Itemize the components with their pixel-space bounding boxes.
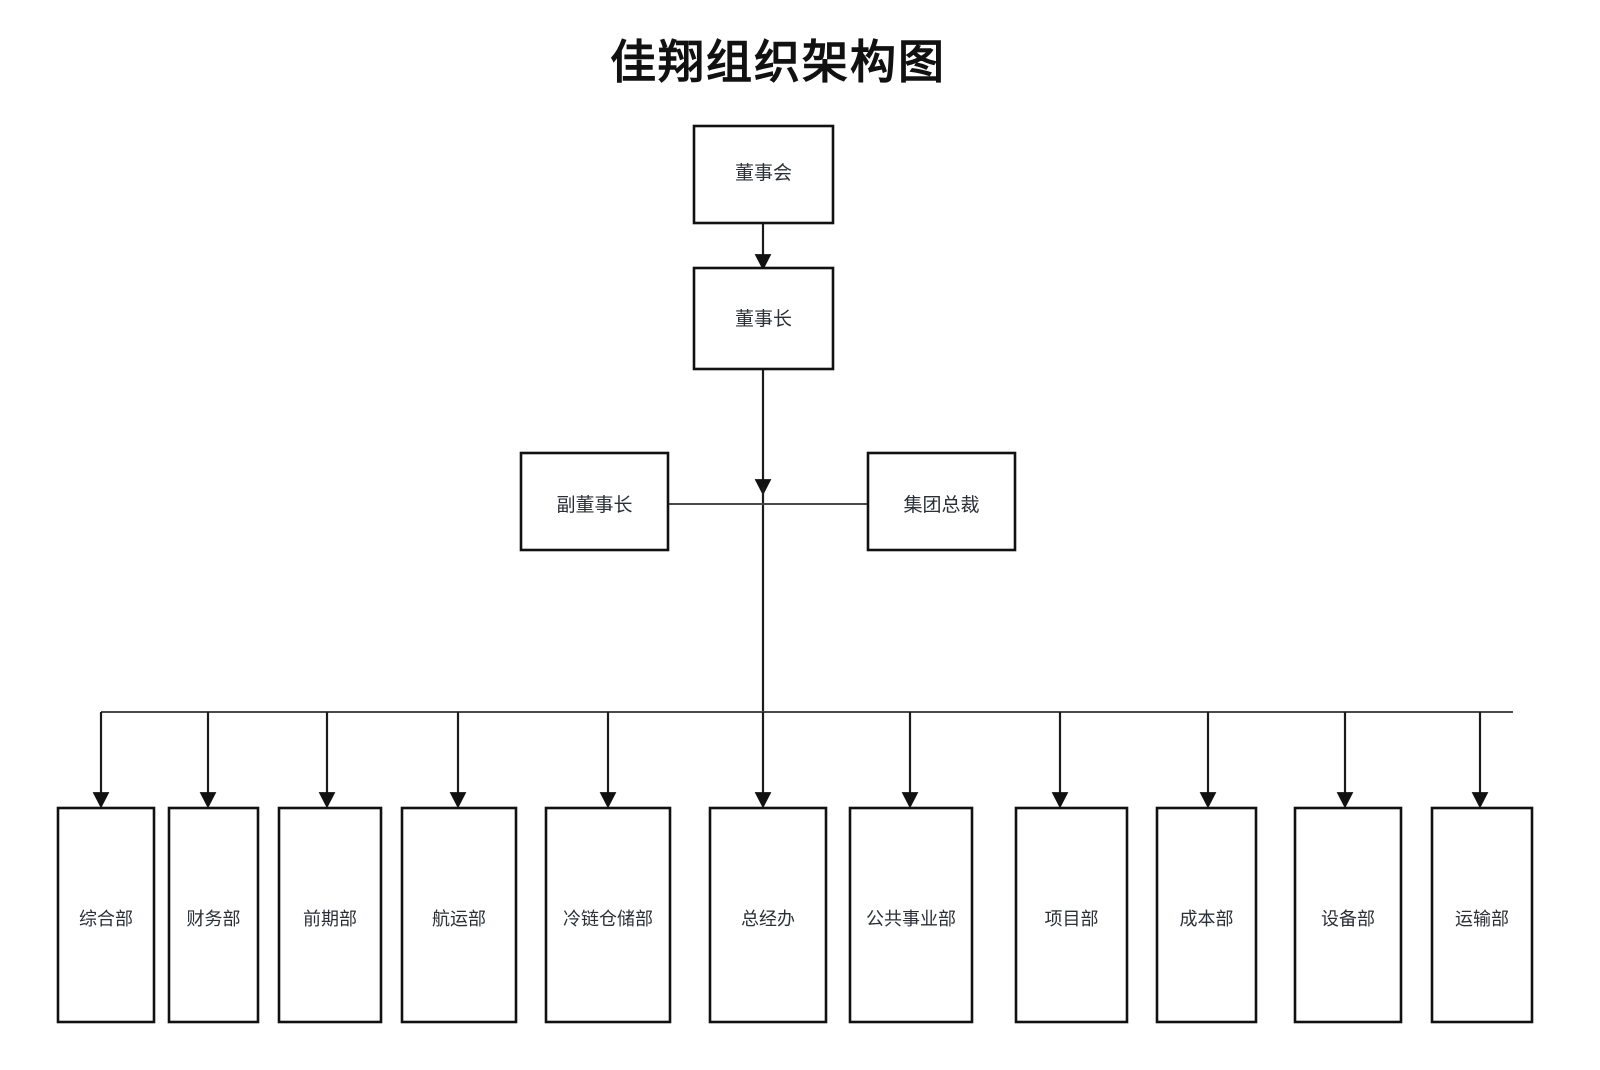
node-dept-6-label: 总经办	[741, 909, 795, 929]
node-dept-7-box[interactable]	[848, 806, 974, 1024]
node-board[interactable]: 董事会	[692, 124, 835, 225]
node-dept-6[interactable]: 总经办	[708, 806, 828, 1024]
node-dept-4[interactable]: 航运部	[400, 806, 518, 1024]
node-dept-3-box[interactable]	[277, 806, 383, 1024]
node-dept-11[interactable]: 运输部	[1430, 806, 1534, 1024]
node-chairman[interactable]: 董事长	[692, 266, 835, 371]
node-vice-chairman-label: 副董事长	[556, 494, 632, 516]
node-dept-5[interactable]: 冷链仓储部	[544, 806, 672, 1024]
node-dept-1-label: 综合部	[79, 909, 133, 929]
node-dept-11-box[interactable]	[1430, 806, 1534, 1024]
connector-layer	[92, 223, 1513, 809]
node-dept-1-box[interactable]	[56, 806, 156, 1024]
node-dept-8-box[interactable]	[1014, 806, 1129, 1024]
node-group-president[interactable]: 集团总裁	[866, 451, 1017, 552]
node-dept-10-box[interactable]	[1293, 806, 1403, 1024]
node-dept-7[interactable]: 公共事业部	[848, 806, 974, 1024]
node-dept-9[interactable]: 成本部	[1155, 806, 1258, 1024]
node-chairman-label: 董事长	[735, 308, 792, 330]
node-dept-10[interactable]: 设备部	[1293, 806, 1403, 1024]
node-group-president-box[interactable]	[866, 451, 1017, 552]
node-dept-5-label: 冷链仓储部	[563, 909, 653, 929]
node-board-label: 董事会	[735, 162, 792, 184]
node-chairman-box[interactable]	[692, 266, 835, 371]
node-vice-chairman-box[interactable]	[519, 451, 670, 552]
node-group-president-label: 集团总裁	[903, 494, 979, 516]
node-dept-11-label: 运输部	[1455, 909, 1509, 929]
node-dept-6-box[interactable]	[708, 806, 828, 1024]
page-title: 佳翔组织架构图	[610, 37, 946, 88]
node-dept-9-label: 成本部	[1180, 909, 1234, 929]
node-dept-10-label: 设备部	[1321, 909, 1375, 929]
node-dept-7-label: 公共事业部	[866, 909, 956, 929]
node-dept-2-box[interactable]	[167, 806, 260, 1024]
node-dept-8[interactable]: 项目部	[1014, 806, 1129, 1024]
node-dept-5-box[interactable]	[544, 806, 672, 1024]
node-dept-2[interactable]: 财务部	[167, 806, 260, 1024]
node-dept-2-label: 财务部	[187, 909, 241, 929]
node-vice-chairman[interactable]: 副董事长	[519, 451, 670, 552]
node-dept-9-box[interactable]	[1155, 806, 1258, 1024]
node-dept-3[interactable]: 前期部	[277, 806, 383, 1024]
department-row: 综合部 财务部 前期部 航运部 冷链仓储部 总经办	[56, 806, 1534, 1024]
node-dept-8-label: 项目部	[1045, 909, 1099, 929]
node-dept-4-label: 航运部	[432, 909, 486, 929]
node-dept-1[interactable]: 综合部	[56, 806, 156, 1024]
node-dept-4-box[interactable]	[400, 806, 518, 1024]
node-dept-3-label: 前期部	[303, 909, 357, 929]
node-board-box[interactable]	[692, 124, 835, 225]
